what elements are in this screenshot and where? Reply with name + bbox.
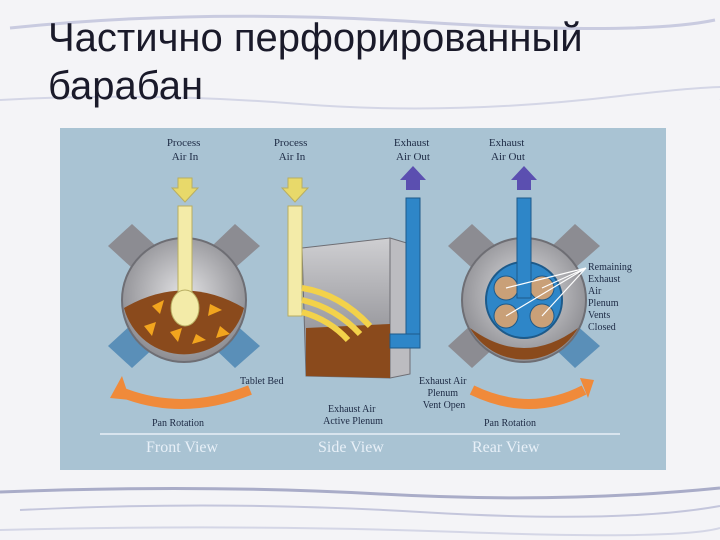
exhaust-active-plenum-label: Exhaust Air Active Plenum: [323, 404, 383, 427]
title-line-1: Частично перфорированный: [48, 16, 583, 60]
front-airflow-arrows: [144, 300, 230, 344]
title-line-2: барабан: [48, 64, 204, 108]
process-air-in-label-1: Process Air In: [167, 137, 203, 163]
process-air-in-label-2: Process Air In: [274, 137, 310, 163]
side-exhaust-duct: [389, 166, 426, 349]
label-pointer-lines: [505, 267, 587, 317]
rear-view-label: Rear View: [472, 439, 540, 456]
diagram-canvas: Process Air In Process Air In Exhaust Ai…: [100, 137, 634, 456]
rear-pan-rotation-arrow: [469, 385, 587, 409]
rear-rotation-arrowhead: [580, 378, 594, 398]
exhaust-air-out-label-2: Exhaust Air Out: [489, 137, 527, 163]
slide-title: Частично перфорированный барабан: [48, 14, 688, 110]
remaining-plenum-label: Remaining Exhaust Air Plenum Vents Close…: [588, 262, 634, 333]
front-inlet-duct: [170, 177, 200, 327]
side-view-label: Side View: [318, 439, 384, 456]
front-pan-rotation-arrow: [113, 385, 252, 409]
exhaust-air-out-label-1: Exhaust Air Out: [394, 137, 432, 163]
pan-rotation-rear-label: Pan Rotation: [484, 418, 536, 429]
front-view-label: Front View: [146, 439, 219, 456]
pan-rotation-front-label: Pan Rotation: [152, 418, 204, 429]
front-rotation-arrowhead: [110, 376, 130, 400]
side-inlet-duct: [280, 177, 373, 343]
rear-exhaust-duct: [511, 166, 537, 299]
rear-view-drum: [448, 224, 600, 368]
coating-pan-diagram: Process Air In Process Air In Exhaust Ai…: [60, 128, 666, 470]
plenum-vent-open-label: Exhaust Air Plenum Vent Open: [419, 376, 469, 411]
tablet-bed-label: Tablet Bed: [240, 376, 283, 387]
